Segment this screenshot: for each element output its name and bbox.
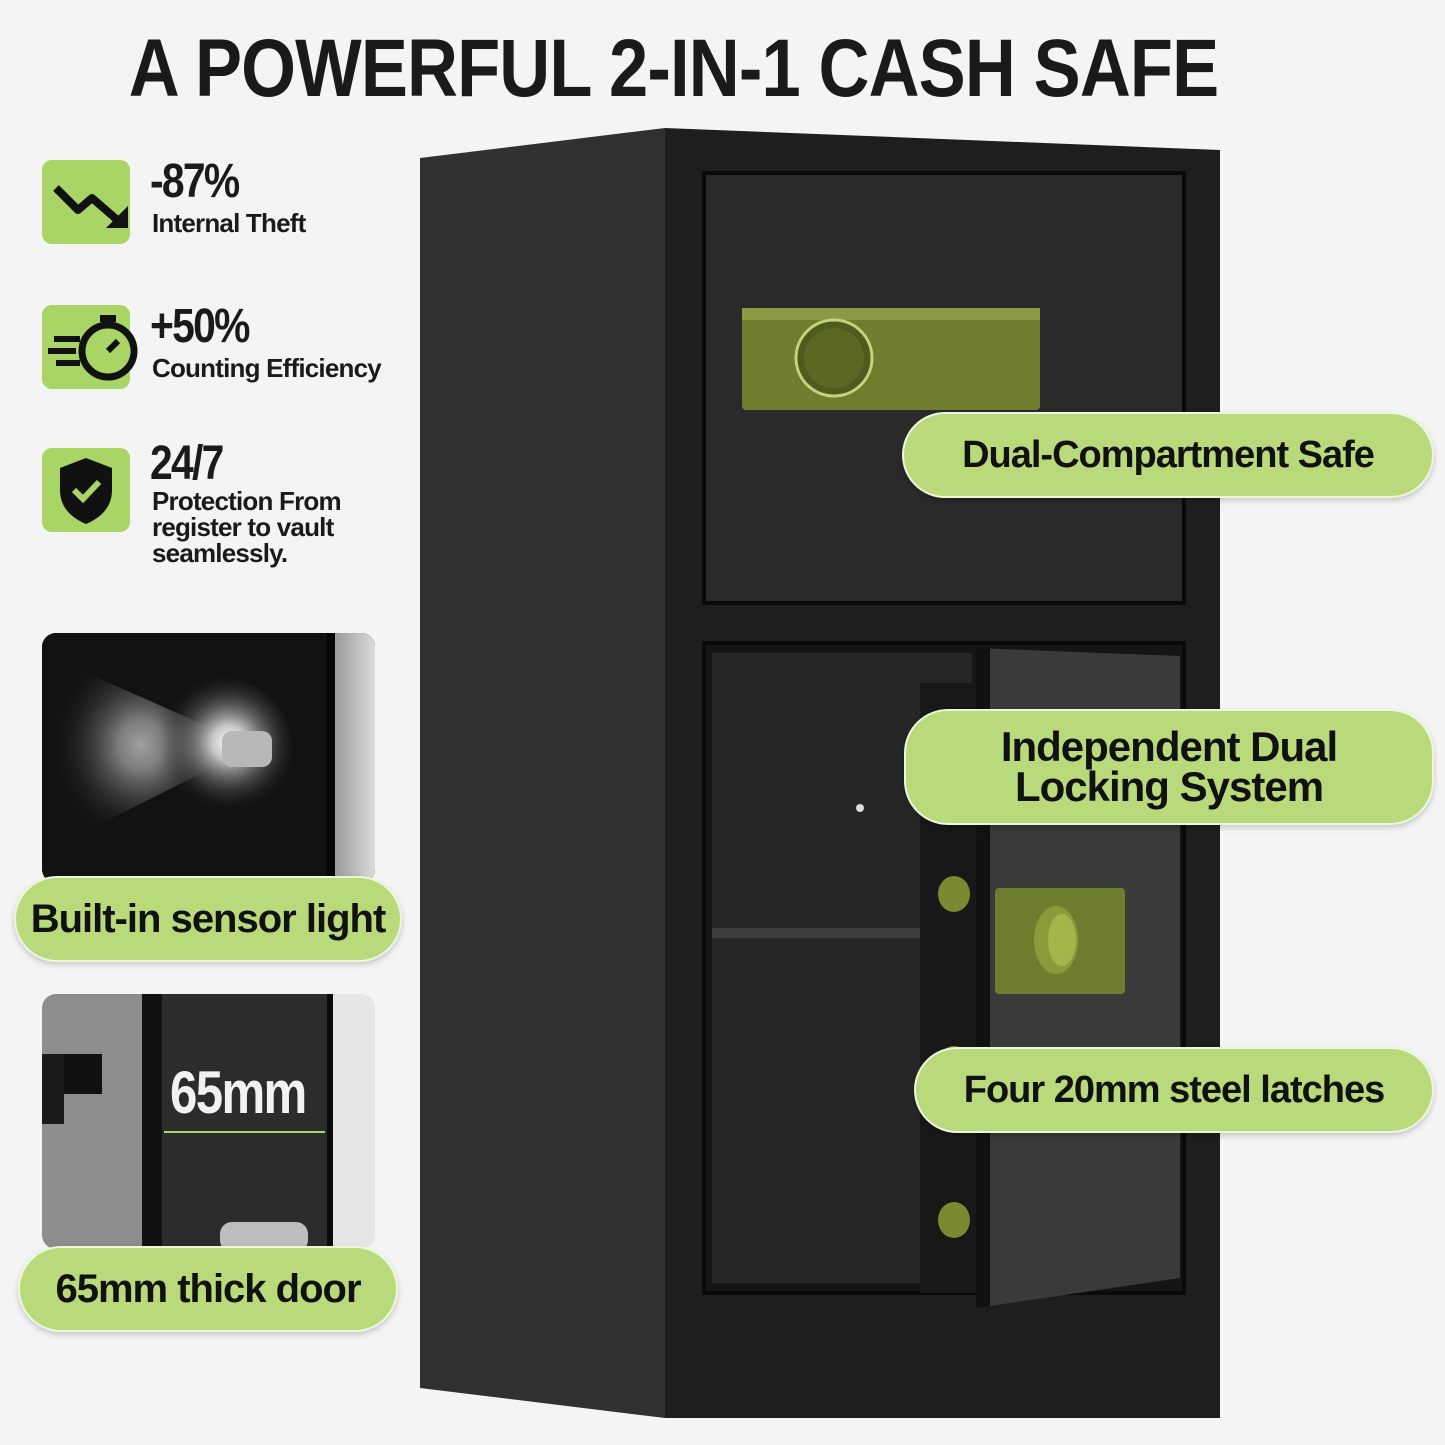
callout-sensor-light: Built-in sensor light (14, 876, 402, 962)
shield-check-icon (42, 448, 130, 532)
stat-description: Protection From register to vault seamle… (152, 486, 342, 568)
page-title: A POWERFUL 2-IN-1 CASH SAFE (128, 23, 1219, 114)
stat-value: -87% (150, 155, 240, 208)
callout-thick-door: 65mm thick door (18, 1246, 398, 1332)
thick-door-photo: 65mm (42, 994, 375, 1249)
stat-description: Counting Efficiency (152, 353, 382, 383)
callout-dual-compartment: Dual-Compartment Safe (902, 412, 1434, 498)
callout-dual-locking: Independent Dual Locking System (904, 709, 1434, 825)
stat-description: Internal Theft (152, 208, 306, 238)
stat-value: +50% (150, 300, 250, 353)
trend-down-icon (42, 160, 130, 244)
callout-line: Locking System (1014, 763, 1324, 810)
thickness-label: 65mm (170, 1059, 307, 1126)
stopwatch-icon (42, 305, 138, 389)
stat-value: 24/7 (150, 437, 224, 490)
callout-steel-latches: Four 20mm steel latches (914, 1047, 1434, 1133)
callout-line: Independent Dual (1000, 723, 1338, 770)
sensor-light-photo (42, 633, 375, 883)
